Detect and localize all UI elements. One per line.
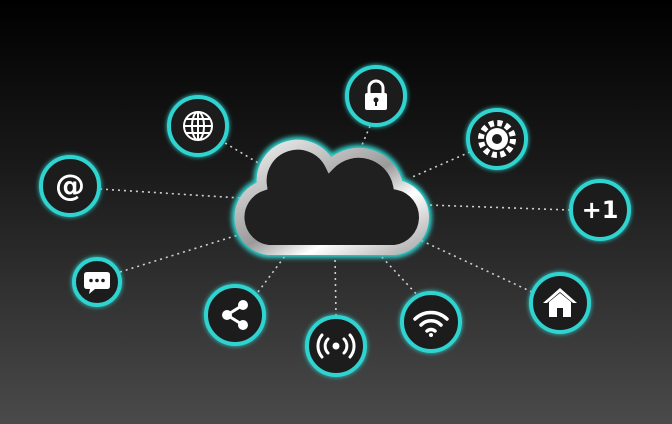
node-gear[interactable] bbox=[466, 108, 528, 170]
globe-icon bbox=[183, 111, 213, 141]
node-chat[interactable] bbox=[72, 257, 122, 307]
lock-icon bbox=[365, 79, 387, 110]
node-wifi[interactable] bbox=[400, 291, 462, 353]
wifi-icon bbox=[413, 310, 449, 337]
chat-icon bbox=[84, 272, 110, 294]
gear-icon bbox=[478, 120, 516, 158]
node-lock[interactable] bbox=[345, 65, 407, 127]
share-icon bbox=[222, 300, 248, 330]
node-home[interactable] bbox=[529, 272, 591, 334]
home-icon bbox=[543, 288, 577, 317]
node-globe[interactable] bbox=[167, 95, 229, 157]
broadcast-icon bbox=[316, 333, 356, 359]
plus-one-icon: +1 bbox=[582, 196, 619, 224]
cloud-icon bbox=[231, 136, 432, 258]
node-at[interactable]: @ bbox=[39, 155, 101, 217]
at-icon: @ bbox=[55, 169, 85, 204]
node-plus-one[interactable]: +1 bbox=[569, 179, 631, 241]
node-broadcast[interactable] bbox=[305, 315, 367, 377]
node-share[interactable] bbox=[204, 284, 266, 346]
